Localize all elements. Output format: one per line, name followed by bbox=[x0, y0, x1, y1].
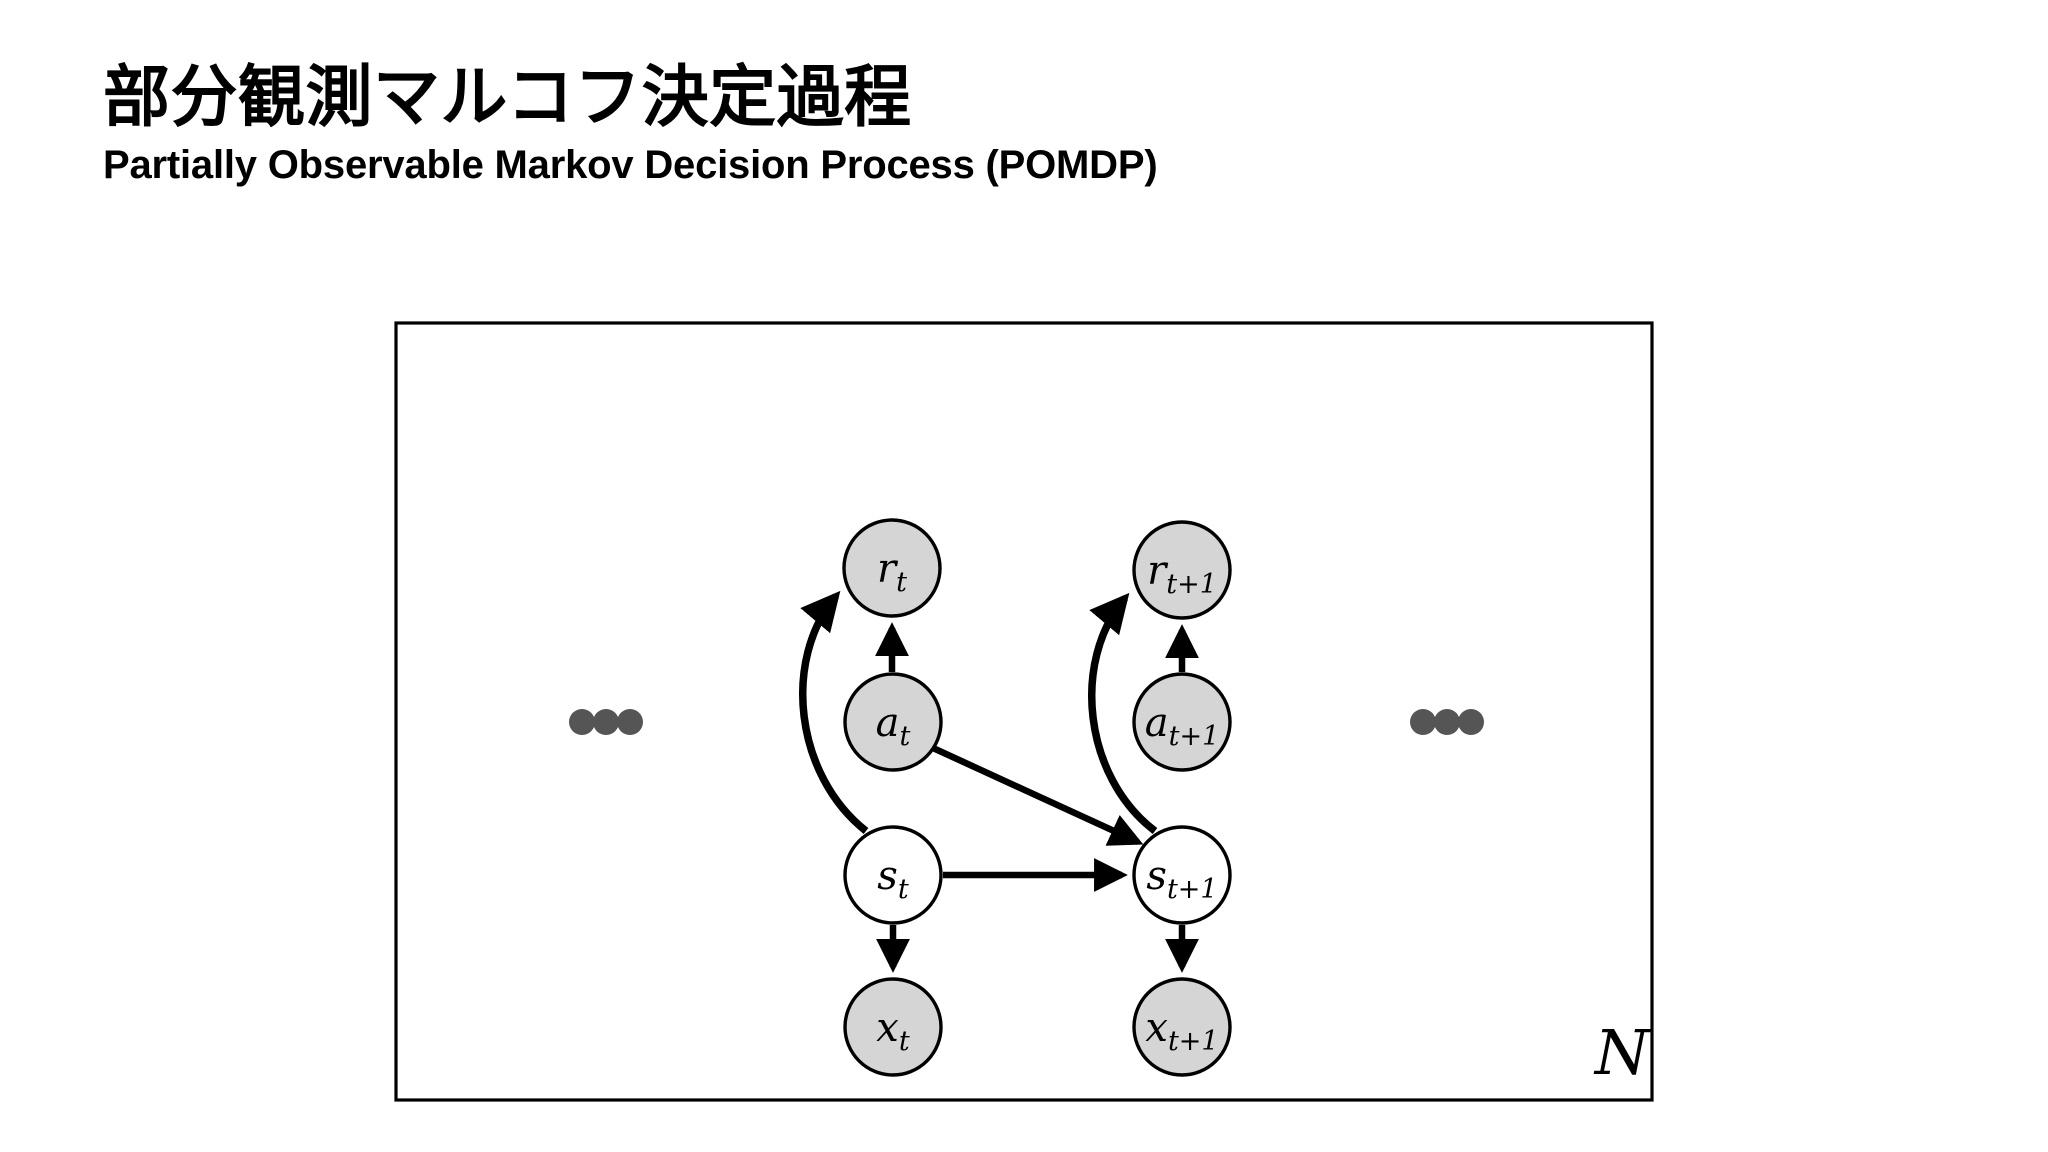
plate-label: N bbox=[1593, 1016, 1652, 1089]
node-state-t1[interactable]: st+1 bbox=[1132, 825, 1232, 925]
node-label-action-t: at bbox=[876, 700, 911, 752]
edge-state-to-reward-t bbox=[799, 590, 869, 834]
node-reward-t[interactable]: rt bbox=[842, 518, 942, 618]
heading-block: 部分観測マルコフ決定過程 Partially Observable Markov… bbox=[103, 58, 1803, 188]
node-state-t[interactable]: st bbox=[843, 825, 943, 925]
node-label-observation-t: xt bbox=[876, 1005, 910, 1057]
edge-state-to-reward-t1 bbox=[1087, 592, 1158, 834]
edge-action-to-next-state bbox=[931, 745, 1144, 846]
node-label-observation-t1: xt+1 bbox=[1145, 1005, 1218, 1057]
node-observation-t1[interactable]: xt+1 bbox=[1132, 977, 1232, 1077]
page-subtitle: Partially Observable Markov Decision Pro… bbox=[103, 143, 1158, 188]
page-title: 部分観測マルコフ決定過程 bbox=[103, 58, 912, 136]
node-observation-t[interactable]: xt bbox=[843, 977, 943, 1077]
plate-rectangle bbox=[394, 321, 1654, 1102]
node-label-reward-t1: rt+1 bbox=[1147, 548, 1217, 600]
node-action-t1[interactable]: at+1 bbox=[1132, 672, 1232, 772]
ellipsis-left bbox=[569, 709, 643, 735]
ellipsis-right bbox=[1410, 709, 1484, 735]
node-label-action-t1: at+1 bbox=[1145, 700, 1220, 752]
node-reward-t1[interactable]: rt+1 bbox=[1132, 520, 1232, 620]
node-label-state-t: st bbox=[877, 853, 909, 905]
node-label-state-t1: st+1 bbox=[1146, 853, 1217, 905]
node-label-reward-t: rt bbox=[877, 546, 907, 598]
node-action-t[interactable]: at bbox=[843, 672, 943, 772]
